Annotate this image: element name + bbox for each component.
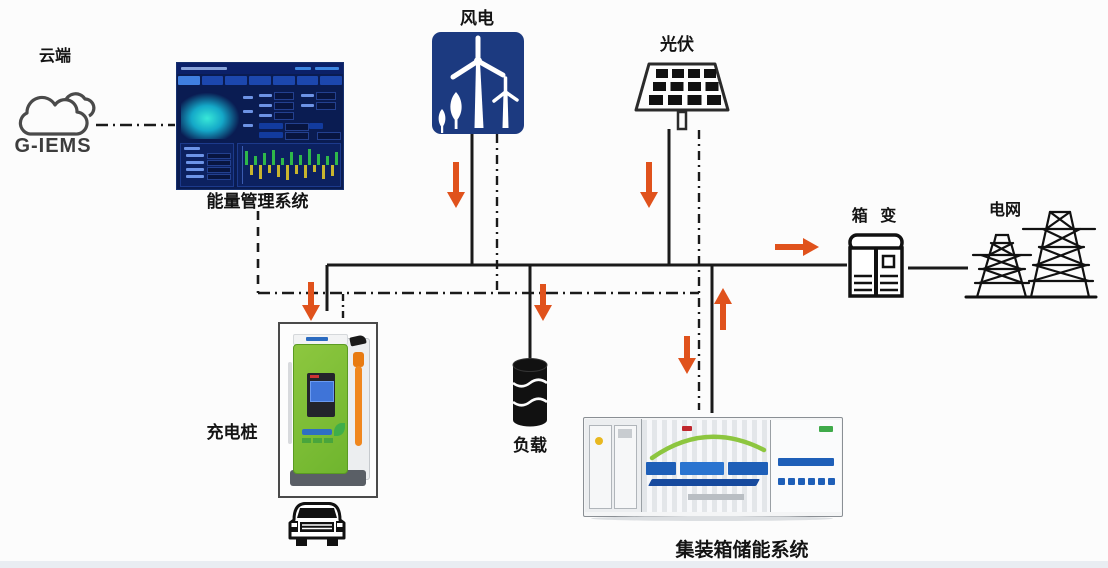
ems-chart-bar	[272, 150, 275, 165]
ems-chart-bar	[249, 165, 253, 175]
flow-arrows	[302, 162, 819, 374]
storage-shadow	[591, 516, 833, 521]
ems-chart-bar	[263, 153, 266, 165]
charger-logo-blue	[302, 429, 332, 435]
ems-chart-bar	[335, 152, 338, 165]
transformer-label: 箱 变	[851, 208, 901, 225]
ems-chart-bar	[285, 165, 289, 180]
ems-chart-bar	[254, 156, 257, 165]
cloud-label: 云端	[38, 48, 71, 65]
charger-cable-orange	[355, 366, 362, 446]
arrow-load-down	[534, 284, 552, 321]
charger-label: 充电桩	[206, 423, 258, 442]
car-icon	[288, 502, 346, 546]
ems-chart-bar	[308, 149, 311, 165]
load-label: 负载	[513, 436, 547, 455]
ems-chart-bar	[312, 165, 316, 172]
charger-leaf-logo	[334, 423, 345, 436]
charger-handle	[353, 352, 364, 367]
storage-doors	[585, 419, 642, 512]
arrow-wind-down	[447, 162, 465, 208]
solar-panel-icon	[634, 62, 730, 131]
wind-icon	[432, 32, 524, 134]
ems-screen	[176, 62, 344, 190]
cloud-icon	[18, 92, 96, 136]
charger-body-green	[293, 344, 348, 474]
ems-chart-bar	[317, 154, 320, 165]
grid-towers-icon	[964, 210, 1098, 299]
charger-photo	[278, 322, 378, 498]
arrow-storage-down	[678, 336, 696, 374]
ems-screen-nav	[178, 75, 343, 86]
cloud-name-text: G-IEMS	[14, 135, 92, 157]
storage-right-panel	[770, 420, 841, 512]
ems-map-glow	[181, 93, 239, 139]
ems-chart-bar	[290, 152, 293, 165]
arrow-to-transformer-right	[775, 238, 819, 256]
bottom-strip	[0, 561, 1108, 568]
charger-base	[290, 470, 366, 486]
solar-label: 光伏	[660, 35, 694, 54]
ems-label: 能量管理系统	[206, 192, 309, 211]
wind-label: 风电	[460, 9, 494, 28]
ems-screen-header	[177, 63, 343, 74]
ems-mini-chart	[237, 143, 341, 187]
storage-container	[583, 412, 847, 522]
load-barrel-icon	[512, 358, 548, 427]
grid-label: 电网	[988, 202, 1021, 219]
storage-container-body	[583, 417, 843, 517]
charger-left-cable	[288, 362, 292, 444]
ems-chart-bar	[294, 165, 298, 174]
ems-chart-bar	[281, 158, 284, 165]
ems-chart-bar	[276, 165, 280, 177]
storage-label: 集装箱储能系统	[675, 540, 809, 561]
ems-chart-bar	[299, 155, 302, 165]
arrow-charger-down	[302, 282, 320, 321]
ems-chart-bar	[245, 151, 248, 165]
ems-list-panel	[180, 143, 234, 187]
ems-chart-bar	[321, 165, 325, 179]
transformer-icon	[848, 233, 904, 298]
ems-chart-bar	[303, 165, 307, 178]
ems-chart-bar	[326, 156, 329, 165]
ems-chart-bar	[258, 165, 262, 179]
storage-swoosh	[649, 434, 767, 461]
ems-chart-bar	[267, 165, 271, 173]
arrow-solar-down	[640, 162, 658, 208]
ems-chart-bar	[330, 165, 334, 176]
arrow-storage-up	[714, 288, 732, 330]
